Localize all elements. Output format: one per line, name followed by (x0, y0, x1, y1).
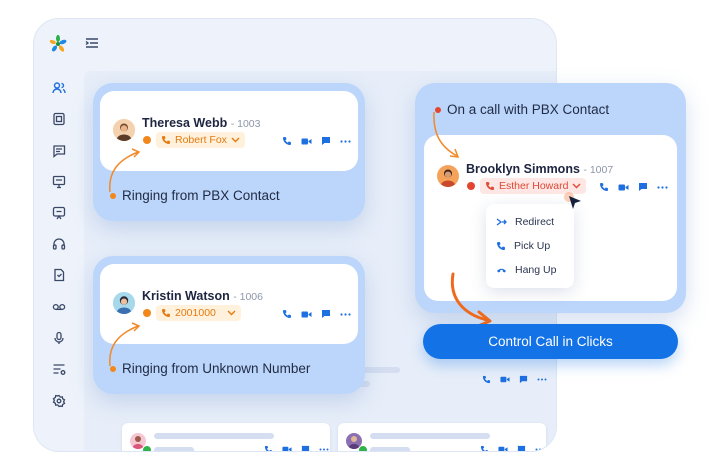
ringing-status-dot (143, 309, 151, 317)
hang-up-icon (497, 268, 506, 273)
phone-icon (497, 242, 505, 250)
arrow-icon (109, 148, 141, 193)
more-icon[interactable] (340, 139, 351, 143)
chat-icon[interactable] (51, 143, 67, 159)
caller-number: 2001000 (175, 307, 216, 319)
message-board-icon[interactable] (51, 205, 67, 221)
phone-ringing-icon (162, 309, 170, 317)
on-call-status-dot (467, 182, 475, 190)
extensions-icon[interactable] (51, 111, 67, 127)
more-icon[interactable] (537, 378, 547, 381)
menu-item-hang-up[interactable]: Hang Up (496, 264, 556, 276)
cursor-icon (564, 192, 581, 209)
redirect-icon (496, 218, 507, 226)
more-icon[interactable] (657, 185, 668, 189)
voicemail-icon[interactable] (51, 299, 67, 315)
video-icon[interactable] (618, 183, 629, 192)
message-icon[interactable] (321, 136, 331, 146)
callout-label: Ringing from Unknown Number (110, 361, 310, 376)
phone-icon[interactable] (599, 182, 609, 192)
collapse-menu-icon[interactable] (85, 36, 99, 50)
card-actions (282, 309, 351, 319)
extension-card-ringing[interactable]: Theresa Webb - 1003 Robert Fox (100, 91, 358, 171)
message-icon[interactable] (519, 375, 528, 384)
more-icon[interactable] (340, 312, 351, 316)
callout-label: Ringing from PBX Contact (110, 188, 280, 203)
call-log-icon[interactable] (51, 267, 67, 283)
caller-chip[interactable]: Robert Fox (156, 132, 245, 148)
phone-active-icon (486, 182, 494, 190)
settings-icon[interactable] (51, 393, 67, 409)
caller-chip[interactable]: Esther Howard (480, 178, 587, 194)
phone-icon[interactable] (264, 445, 273, 451)
avatar (113, 292, 135, 314)
call-action-menu: Redirect Pick Up Hang Up (486, 204, 574, 288)
card-actions (599, 182, 668, 192)
message-icon[interactable] (301, 445, 310, 451)
callout-heading: On a call with PBX Contact (435, 102, 609, 117)
headset-icon[interactable] (51, 236, 67, 252)
extension-card-on-call[interactable]: Brooklyn Simmons - 1007 Esther Howard Re… (424, 135, 677, 301)
caller-name: Robert Fox (175, 134, 227, 146)
phone-icon[interactable] (282, 309, 292, 319)
video-icon[interactable] (301, 137, 312, 146)
logo-icon (47, 33, 69, 55)
contact-name: Theresa Webb (142, 116, 228, 130)
callout-on-call: On a call with PBX Contact Brooklyn Simm… (415, 83, 686, 313)
sidebar (34, 19, 84, 451)
message-icon[interactable] (517, 445, 526, 451)
avatar (437, 165, 459, 187)
video-icon[interactable] (282, 445, 292, 451)
extension-card[interactable] (122, 423, 330, 451)
avatar (130, 433, 146, 449)
menu-item-redirect[interactable]: Redirect (496, 216, 554, 228)
card-actions (282, 136, 351, 146)
more-icon[interactable] (319, 448, 329, 451)
phone-icon[interactable] (480, 445, 489, 451)
video-icon[interactable] (301, 310, 312, 319)
extension-card-ringing[interactable]: Kristin Watson - 1006 2001000 (100, 264, 358, 344)
chevron-down-icon (227, 310, 236, 316)
phone-icon[interactable] (282, 136, 292, 146)
extension-number: - 1003 (230, 118, 261, 130)
recording-icon[interactable] (51, 330, 67, 346)
video-icon[interactable] (500, 375, 510, 384)
control-call-button[interactable]: Control Call in Clicks (423, 324, 678, 359)
extension-number: - 1006 (233, 291, 263, 303)
caller-name: Esther Howard (499, 180, 569, 192)
message-icon[interactable] (638, 182, 648, 192)
contact-name: Brooklyn Simmons (466, 162, 580, 176)
arrow-icon (450, 272, 492, 328)
menu-item-pick-up[interactable]: Pick Up (496, 240, 550, 252)
avatar (346, 433, 362, 449)
phone-icon[interactable] (482, 375, 491, 384)
queue-icon[interactable] (51, 361, 67, 377)
arrow-icon (433, 111, 460, 158)
contact-name: Kristin Watson (142, 289, 230, 303)
arrow-icon (109, 322, 141, 367)
message-icon[interactable] (321, 309, 331, 319)
contacts-icon[interactable] (51, 80, 67, 96)
chevron-down-icon (572, 183, 581, 189)
ringing-status-dot (143, 136, 151, 144)
monitor-icon[interactable] (51, 174, 67, 190)
caller-chip[interactable]: 2001000 (156, 305, 241, 321)
phone-ringing-icon (162, 136, 170, 144)
video-icon[interactable] (498, 445, 508, 451)
more-icon[interactable] (535, 448, 545, 451)
extension-number: - 1007 (583, 164, 614, 176)
avatar (113, 119, 135, 141)
chevron-down-icon (231, 137, 240, 143)
row-actions (482, 375, 547, 384)
extension-card[interactable] (338, 423, 546, 451)
